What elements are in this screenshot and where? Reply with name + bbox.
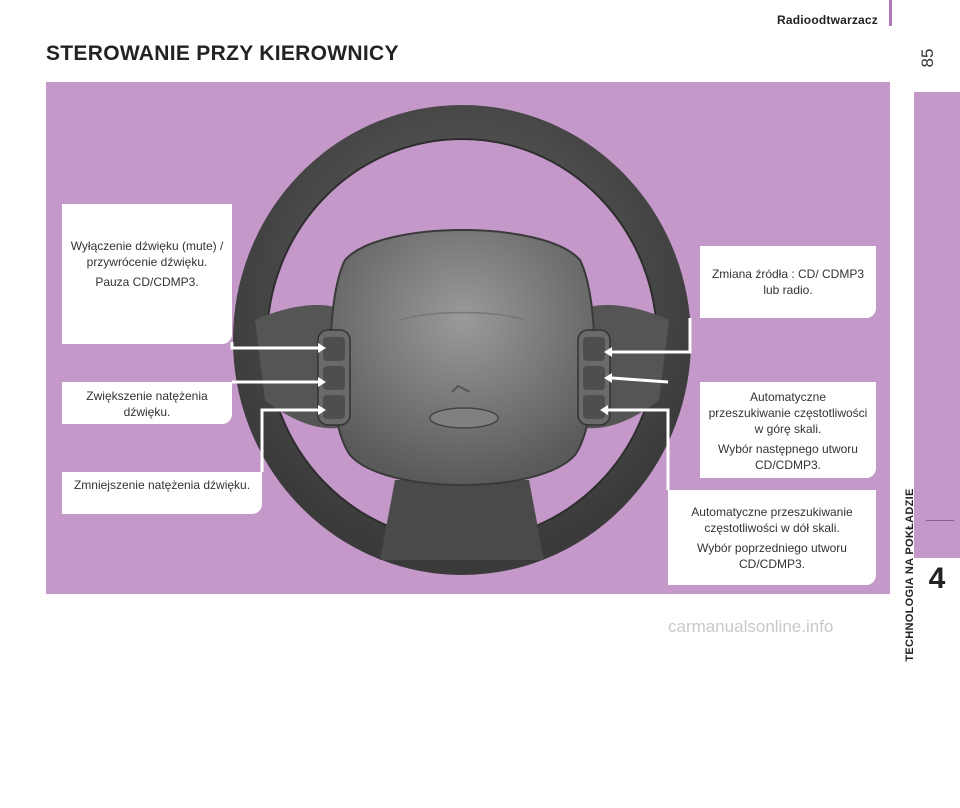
callout-seek-up-text: Automatyczne przeszukiwanie częstotliwoś…	[708, 390, 868, 436]
watermark: carmanualsonline.info	[668, 617, 834, 636]
callout-mute-text-2: Pauza CD/CDMP3.	[95, 275, 199, 289]
callout-seek-down-text: Automatyczne przeszukiwanie częstotliwoś…	[691, 505, 853, 535]
side-tab-divider	[926, 520, 954, 521]
callout-seek-up-text-2: Wybór następnego utworu CD/CDMP3.	[718, 442, 858, 472]
callout-source: Zmiana źródła : CD/ CDMP3 lub radio.	[700, 246, 876, 318]
callout-mute: Wyłączenie dźwięku (mute) / przywrócenie…	[62, 204, 232, 344]
callout-volume-down-text: Zmniejszenie natężenia dźwięku.	[73, 478, 251, 492]
callout-mute-text: Wyłączenie dźwięku (mute) / przywrócenie…	[70, 239, 224, 269]
chapter-number: 4	[928, 562, 946, 595]
airbag-cover	[329, 229, 596, 486]
callout-connectors	[230, 318, 692, 490]
callout-seek-down-text-2: Wybór poprzedniego utworu CD/CDMP3.	[697, 541, 847, 571]
callout-volume-down: Zmniejszenie natężenia dźwięku.	[62, 472, 262, 514]
brand-logo	[429, 407, 499, 429]
section-title: Radioodtwarzacz	[776, 13, 878, 27]
callout-volume-up: Zwiększenie natężenia dźwięku.	[62, 382, 232, 424]
chapter-side-tab	[914, 92, 960, 558]
page-title: STEROWANIE PRZY KIEROWNICY	[46, 42, 399, 65]
callout-seek-down: Automatyczne przeszukiwanie częstotliwoś…	[668, 490, 876, 585]
steering-wheel-illustration	[230, 105, 692, 575]
callout-source-text: Zmiana źródła : CD/ CDMP3 lub radio.	[711, 267, 865, 297]
callout-volume-up-text: Zwiększenie natężenia dźwięku.	[86, 389, 208, 419]
callout-seek-up: Automatyczne przeszukiwanie częstotliwoś…	[700, 382, 876, 478]
header-accent-bar	[889, 0, 892, 26]
